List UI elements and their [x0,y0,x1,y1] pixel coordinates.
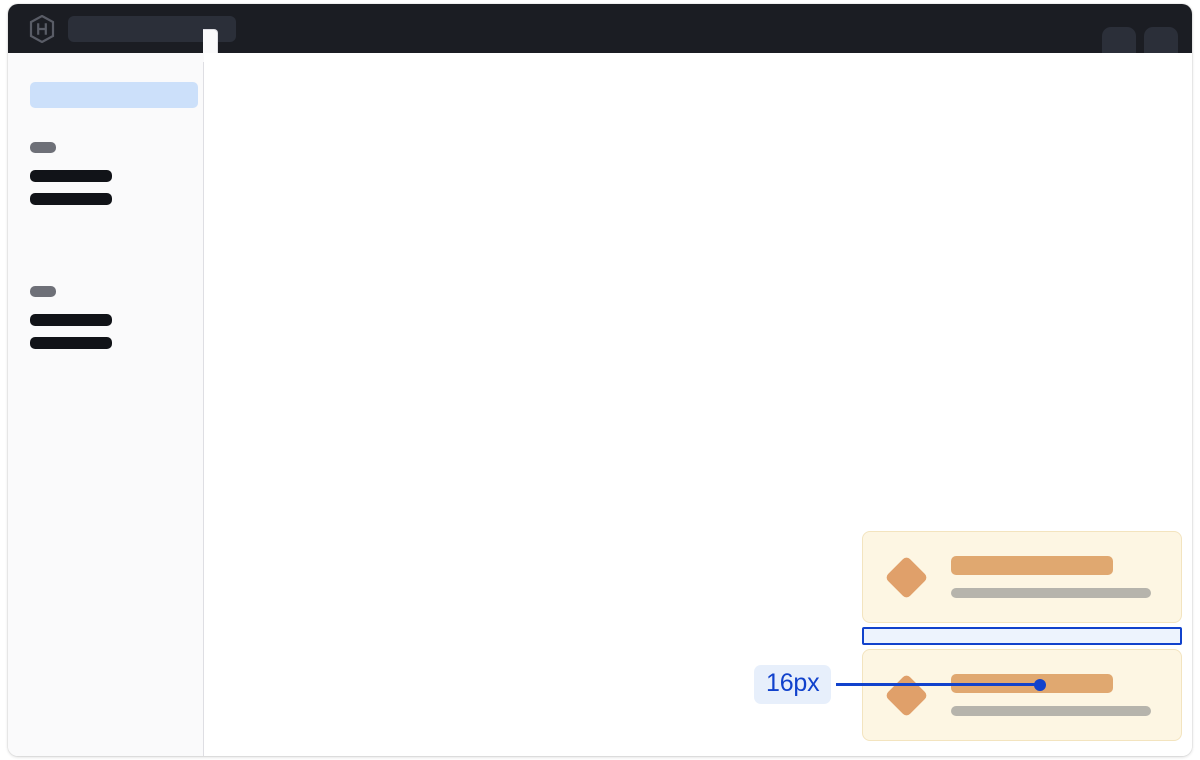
card-subtitle [951,706,1151,716]
sidebar-group-label [30,142,56,153]
measurement-value-label: 16px [754,665,832,704]
sidebar-group-label [30,286,56,297]
topbar-actions [1102,4,1178,53]
measurement-leader-line [836,683,1037,686]
sidebar-item-active[interactable] [30,82,198,108]
sidebar [8,53,204,756]
diamond-icon [884,555,929,599]
content-card[interactable] [862,531,1182,623]
sidebar-group-2 [30,286,180,349]
card-title [951,556,1113,575]
app-window: 16px [8,4,1192,756]
card-text-block [951,556,1151,598]
sidebar-item-2-2[interactable] [30,337,112,349]
sidebar-item-2-1[interactable] [30,314,112,326]
hexagon-h-logo-icon[interactable] [28,14,56,43]
user-avatar-placeholder-icon[interactable] [1102,27,1136,53]
card-subtitle [951,588,1151,598]
measurement-endpoint-dot-icon [1034,678,1047,691]
sidebar-item-1-2[interactable] [30,193,112,205]
sidebar-item-1-1[interactable] [30,170,112,182]
spacing-gap-highlight [862,627,1182,645]
main-canvas: 16px [204,53,1192,756]
top-navigation-bar [8,4,1192,53]
card-stack [862,531,1182,741]
measurement-annotation: 16px [754,665,1047,704]
user-avatar-placeholder-icon[interactable] [1144,27,1178,53]
sidebar-group-1 [30,142,180,205]
